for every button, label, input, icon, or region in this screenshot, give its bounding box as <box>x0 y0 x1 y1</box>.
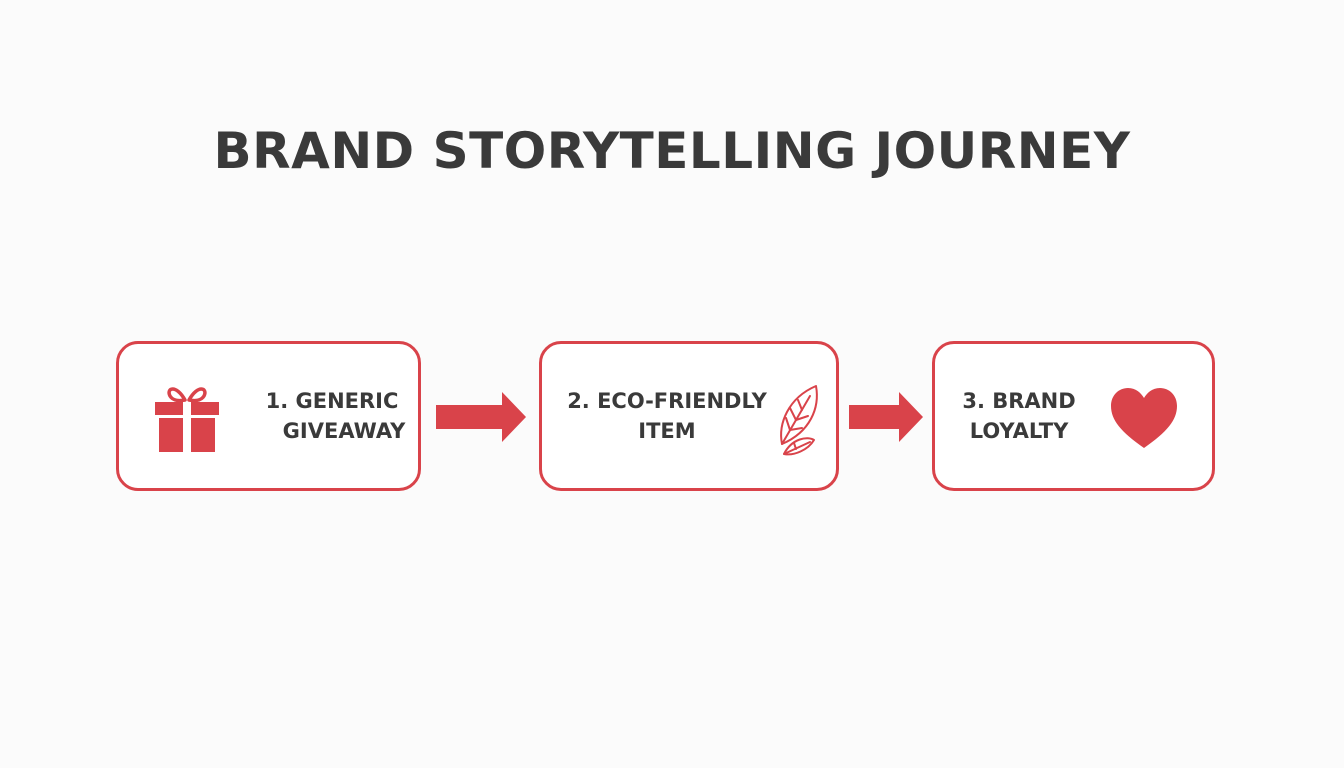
step-3-label: 3. BRAND LOYALTY <box>949 386 1089 446</box>
heart-icon <box>1111 388 1177 448</box>
step-2-box: 2. ECO-FRIENDLY ITEM <box>539 341 839 491</box>
step-1-line-2: GIVEAWAY <box>282 419 406 443</box>
step-3-box: 3. BRAND LOYALTY <box>932 341 1215 491</box>
step-1-box: 1. GENERIC GIVEAWAY <box>116 341 421 491</box>
step-2-line-1: 2. ECO-FRIENDLY <box>567 389 767 413</box>
leaf-icon <box>780 385 818 456</box>
step-2-line-2: ITEM <box>638 419 696 443</box>
step-1-label: 1. GENERIC GIVEAWAY <box>247 386 417 446</box>
step-1-line-1: 1. GENERIC <box>265 389 399 413</box>
step-3-line-1: 3. BRAND <box>962 389 1076 413</box>
step-3-line-2: LOYALTY <box>969 419 1069 443</box>
step-2-label: 2. ECO-FRIENDLY ITEM <box>556 386 778 446</box>
diagram-title: BRAND STORYTELLING JOURNEY <box>213 122 1131 180</box>
arrow-icon <box>436 392 526 442</box>
gift-icon <box>155 387 219 452</box>
arrow-icon <box>849 392 923 442</box>
